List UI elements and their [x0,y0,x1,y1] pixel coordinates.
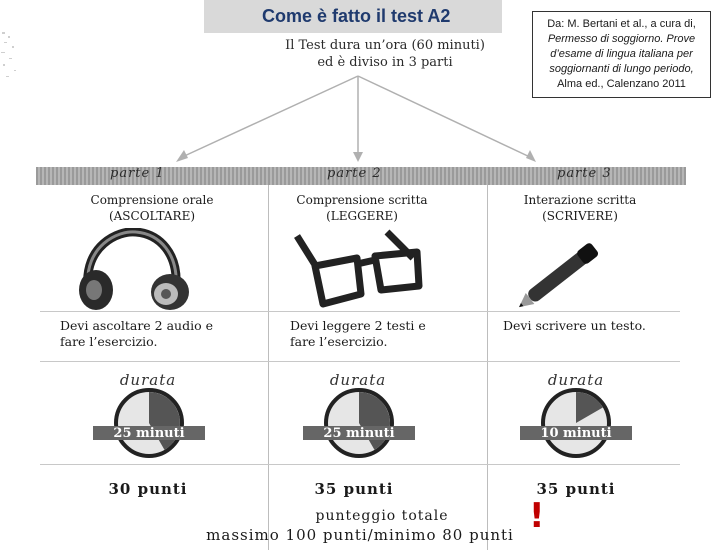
source-citation: Da: M. Bertani et al., a cura di, Permes… [532,11,711,98]
row-divider [40,311,680,312]
source-line-3: Alma ed., Calenzano 2011 [557,78,686,90]
part-1-points: 30 punti [108,480,188,498]
part-3-clock: 10 minuti [520,388,632,458]
arrows-diagram [176,75,536,162]
glasses-icon [294,229,423,308]
part-2-points: 35 punti [314,480,394,498]
part-1-label: parte 1 [110,166,165,181]
parts-header-bar [36,167,686,185]
row-divider [40,361,680,362]
slide-title: Come è fatto il test A2 [204,0,502,33]
intro-text: Il Test dura un’ora (60 minuti) ed è div… [254,37,516,71]
source-line-2: Permesso di soggiorno. Prove d’esame di … [547,33,696,75]
pen-icon [519,243,599,308]
part-2-minutes: 25 minuti [323,426,394,441]
part-2-title: Comprensione scritta(LEGGERE) [296,193,428,223]
scan-artifact [1,32,16,77]
part-3-durata-label: durata [547,371,605,389]
part-3-title: Interazione scritta(SCRIVERE) [523,193,637,223]
part-1-minutes: 25 minuti [113,426,184,441]
total-score-label: punteggio totale [315,508,449,524]
part-2-label: parte 2 [327,166,382,181]
column-divider [487,185,488,550]
part-3-points: 35 punti [536,480,616,498]
part-3-minutes: 10 minuti [540,426,611,441]
row-divider [40,464,680,465]
part-1-title: Comprensione orale(ASCOLTARE) [90,193,214,223]
part-1-clock: 25 minuti [93,388,205,458]
intro-line-1: Il Test dura un’ora (60 minuti) [285,38,485,53]
part-2-clock: 25 minuti [303,388,415,458]
exclamation-mark: ! [529,496,545,536]
part-3-description: Devi scrivere un testo. [503,318,646,333]
column-divider [268,185,269,550]
intro-line-2: ed è diviso in 3 parti [317,55,453,70]
headphones-icon [79,228,189,310]
part-3-label: parte 3 [557,166,612,181]
part-2-durata-label: durata [329,371,387,389]
total-score-range: massimo 100 punti/minimo 80 punti [206,526,514,544]
part-1-durata-label: durata [119,371,177,389]
source-line-1: Da: M. Bertani et al., a cura di, [547,18,696,30]
